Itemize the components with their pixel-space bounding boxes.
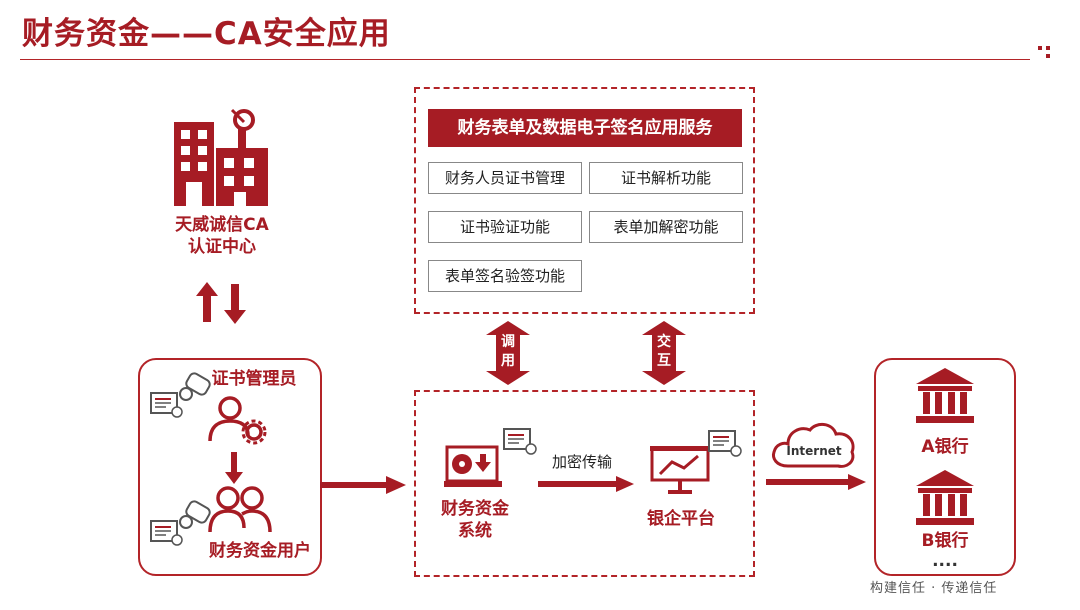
ca-building-icon <box>174 108 268 206</box>
system-certificate-icon <box>503 428 537 455</box>
cert-admin-label: 证书管理员 <box>211 369 297 389</box>
footer-slogan: 构建信任 · 传递信任 <box>870 581 998 596</box>
interact-double-arrow <box>642 321 686 385</box>
interact-label-1: 交 <box>657 334 671 350</box>
service-box-title: 财务表单及数据电子签名应用服务 <box>428 109 742 147</box>
function-form-signing: 表单签名验签功能 <box>428 260 582 292</box>
arrow-right-to-system <box>320 476 406 494</box>
bank-platform-label: 银企平台 <box>647 509 715 529</box>
ca-center-sub: 认证中心 <box>188 237 256 257</box>
call-label-2: 用 <box>501 353 515 369</box>
encrypted-transfer-label: 加密传输 <box>552 453 613 471</box>
finance-system-box <box>414 390 755 577</box>
usb-key-icon <box>179 372 211 401</box>
signature-service-box <box>414 87 755 314</box>
more-banks-ellipsis: .... <box>932 551 958 571</box>
bank-a-label: A银行 <box>921 437 969 457</box>
certificate-icon-2 <box>150 520 183 546</box>
bank-a-icon <box>916 368 974 423</box>
usb-key-icon-2 <box>179 500 211 529</box>
internet-label: Internet <box>786 444 842 458</box>
banks-box <box>874 358 1016 576</box>
admin-user-gear-icon <box>208 396 267 445</box>
internet-cloud-icon <box>772 423 855 468</box>
certificate-icon <box>150 392 183 418</box>
function-cert-management: 财务人员证书管理 <box>428 162 582 194</box>
platform-certificate-icon <box>708 430 742 457</box>
finance-system-computer-icon <box>444 445 502 487</box>
bank-platform-display-icon <box>650 446 710 494</box>
call-double-arrow <box>486 321 530 385</box>
down-arrow-icon <box>225 452 243 484</box>
ca-center-name: 天威诚信CA <box>175 215 269 235</box>
title-divider <box>20 59 1030 60</box>
function-cert-parsing: 证书解析功能 <box>589 162 743 194</box>
encrypted-transfer-arrow <box>538 476 634 492</box>
admin-user-box <box>138 358 322 576</box>
function-cert-verification: 证书验证功能 <box>428 211 582 243</box>
call-label-1: 调 <box>501 334 515 350</box>
bank-b-icon <box>916 470 974 525</box>
page-title: 财务资金——CA安全应用 <box>22 16 391 52</box>
function-form-encryption: 表单加解密功能 <box>589 211 743 243</box>
user-group-icon <box>208 486 272 533</box>
finance-system-label-2: 系统 <box>458 521 492 541</box>
finance-system-label-1: 财务资金 <box>441 499 509 519</box>
bank-b-label: B银行 <box>921 531 969 551</box>
finance-user-label: 财务资金用户 <box>209 541 311 561</box>
interact-label-2: 互 <box>657 353 671 369</box>
arrow-right-to-banks <box>766 474 866 490</box>
up-down-arrows-icon <box>196 282 246 324</box>
